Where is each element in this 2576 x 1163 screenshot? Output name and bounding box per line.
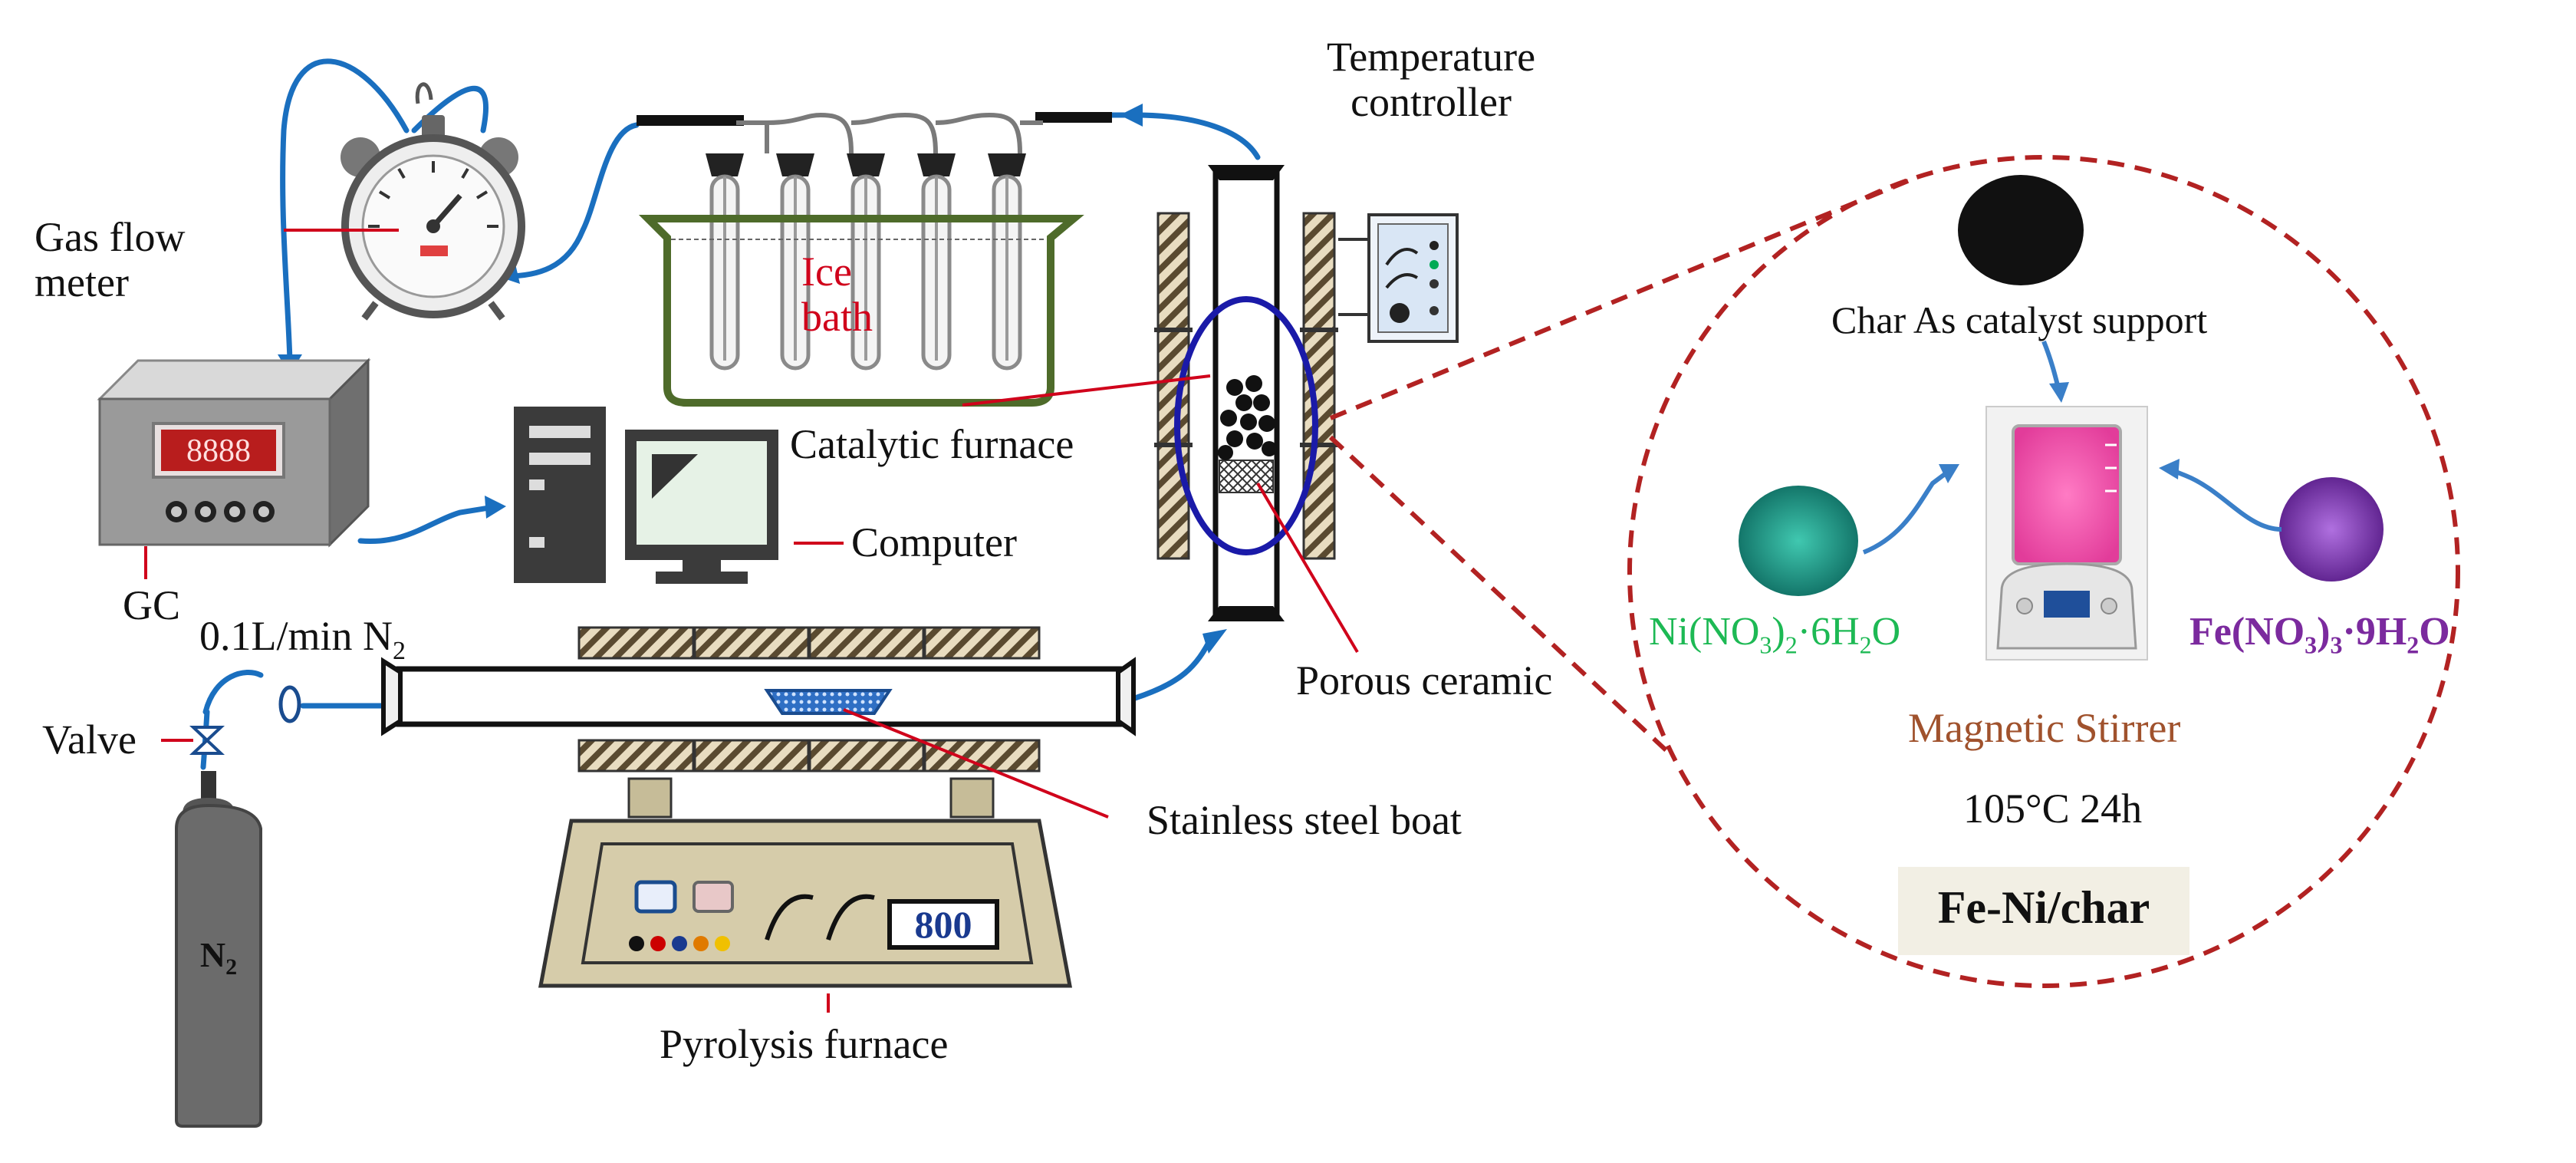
gc-label: GC	[123, 582, 181, 628]
conditions-label: 105°C 24h	[1963, 786, 2143, 832]
tube-catalytic-to-condensers	[1105, 112, 1261, 160]
catalyst-zone-highlight	[1174, 296, 1318, 555]
valve-label: Valve	[42, 717, 137, 763]
catalyst-prep-inset	[1328, 155, 2460, 988]
temperature-controller-label: Temperature controller	[1327, 34, 1536, 126]
zoom-circle	[1627, 155, 2460, 988]
valve	[189, 726, 225, 755]
leader-lines	[144, 229, 1359, 1013]
zoom-line-lower	[1328, 435, 1674, 758]
n2-cylinder: N2	[175, 771, 262, 1128]
condenser-flask	[988, 153, 1026, 371]
computer	[514, 407, 778, 584]
ni-salt-label: Ni(NO3)2·6H2O	[1649, 610, 1901, 659]
flow-rate-label: 0.1L/min N2	[199, 613, 406, 665]
pyrolysis-heater-top	[577, 626, 1041, 660]
condenser-flasks	[706, 153, 1026, 371]
arrowhead-computer	[485, 496, 506, 519]
product-box	[1898, 867, 2189, 955]
tube-gc-to-computer	[357, 503, 502, 545]
catalytic-heater-right	[1302, 212, 1336, 560]
condenser-flask	[776, 153, 814, 371]
product-label: Fe-Ni/char	[1937, 882, 2150, 933]
stainless-steel-boat-label: Stainless steel boat	[1147, 797, 1462, 843]
stainless-steel-boat	[764, 689, 893, 715]
gas-flow-meter	[341, 82, 525, 321]
catalytic-furnace	[1154, 165, 1338, 621]
ice-bath-label: Ice bath	[801, 249, 873, 341]
gc-instrument: 8888	[97, 357, 371, 548]
arrowhead-up	[1202, 629, 1227, 654]
porous-ceramic-label: Porous ceramic	[1296, 657, 1553, 703]
tube-condensers-to-meter	[503, 122, 640, 279]
pyrolysis-heater-bottom	[577, 739, 1041, 773]
char-support-label: Char As catalyst support	[1831, 298, 2208, 341]
leader-catalytic-furnace	[962, 374, 1211, 407]
catalyst-particles	[1218, 375, 1277, 460]
leader-porous-ceramic	[1256, 482, 1359, 654]
cylinder-label: N2	[200, 935, 237, 980]
char-support-image	[1958, 175, 2084, 285]
condenser-inlet-pipe	[637, 115, 744, 126]
computer-label: Computer	[851, 519, 1017, 565]
porous-ceramic-plug	[1219, 460, 1274, 493]
condenser-flask	[706, 153, 744, 371]
tube-pyrolysis-to-catalytic	[1132, 634, 1215, 701]
pyrolysis-tube	[396, 666, 1123, 727]
gc-display: 8888	[186, 433, 251, 469]
arrowhead-left-top	[1120, 104, 1143, 127]
magnetic-stirrer-label: Magnetic Stirrer	[1908, 705, 2181, 751]
pyrolysis-furnace-label: Pyrolysis furnace	[660, 1021, 949, 1067]
catalytic-heater-left	[1156, 212, 1190, 560]
magnetic-stirrer-image	[1985, 406, 2148, 661]
zoom-line-upper	[1329, 178, 1911, 420]
condenser-train	[637, 112, 1112, 407]
tube-meter-to-gc	[280, 58, 410, 364]
fe-salt-image	[2279, 477, 2384, 582]
catalytic-furnace-label: Catalytic furnace	[790, 421, 1074, 467]
temperature-controller	[1338, 213, 1459, 343]
tube-coupling	[278, 685, 301, 723]
fe-salt-label: Fe(NO3)3·9H2O	[2189, 610, 2450, 659]
condenser-flask	[917, 153, 956, 371]
ice-bath-vessel	[638, 215, 1084, 407]
leader-stainless-steel-boat	[843, 708, 1109, 819]
pyrolysis-furnace: 800	[381, 626, 1136, 988]
ni-salt-image	[1739, 486, 1858, 596]
furnace-display: 800	[915, 903, 972, 946]
gas-flow-meter-label: Gas flow meter	[35, 214, 186, 306]
tube-valve-up	[202, 670, 264, 715]
condenser-flask	[847, 153, 885, 371]
condenser-outlet-pipe	[1035, 112, 1112, 123]
